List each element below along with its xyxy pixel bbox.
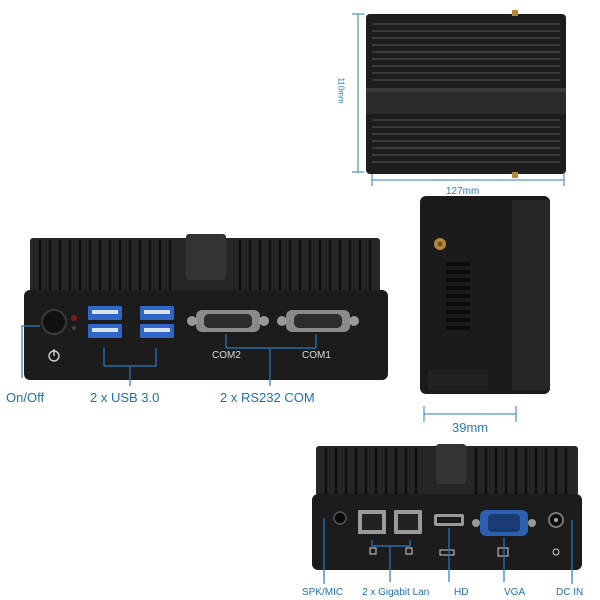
callout-on-off: On/Off: [6, 390, 45, 405]
callout-lan: 2 x Gigabit Lan: [362, 587, 430, 598]
top-width-dimension: 127mm: [446, 186, 480, 197]
front-com2-label: COM2: [212, 350, 241, 361]
callout-usb: 2 x USB 3.0: [90, 390, 160, 405]
front-com1-label: COM1: [302, 350, 331, 361]
callout-serial: 2 x RS232 COM: [220, 390, 315, 405]
callout-dc-in: DC IN: [556, 587, 584, 598]
callout-audio: SPK/MIC: [302, 587, 344, 598]
callout-vga: VGA: [504, 587, 526, 598]
callout-hdmi: HD: [454, 587, 469, 598]
side-depth-dimension: 39mm: [452, 420, 489, 435]
